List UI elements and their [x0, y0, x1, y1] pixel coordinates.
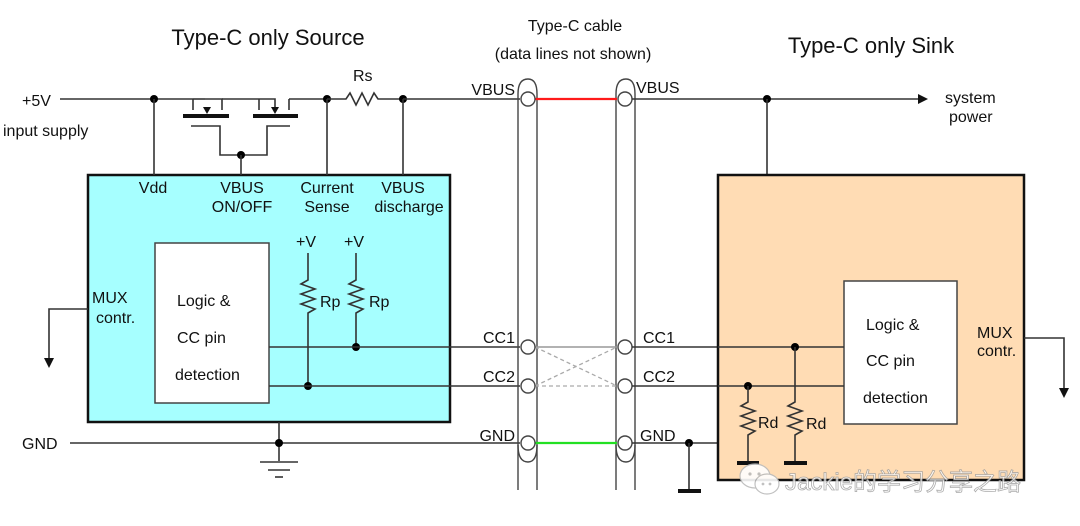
source-gnd-label: GND [22, 436, 58, 453]
system-power-arrow-icon [918, 94, 928, 104]
right-gnd-label: GND [640, 428, 676, 445]
source-logic-label-1: Logic & [177, 293, 231, 310]
sink-mux-label-2: contr. [977, 343, 1016, 360]
source-mux-label-1: MUX [92, 290, 128, 307]
left-gnd-label: GND [479, 428, 515, 445]
system-power-label-1: system [945, 90, 996, 107]
system-power-label-2: power [949, 109, 993, 126]
left-cc1-label: CC1 [483, 330, 515, 347]
sink-rd-label-1: Rd [758, 415, 778, 432]
mosfet-pair-icon [183, 98, 327, 175]
pin-vbus-onoff-label-2: ON/OFF [212, 199, 273, 216]
pin-vbus-onoff-label-1: VBUS [220, 180, 264, 197]
watermark: Jackie的学习分享之路 [739, 463, 1021, 496]
sink-logic-label-1: Logic & [866, 317, 920, 334]
pin-current-sense-label-2: Sense [304, 199, 349, 216]
supply-sub-label: input supply [3, 123, 88, 140]
sink-title: Type-C only Sink [788, 33, 955, 58]
source-logic-label-2: CC pin [177, 330, 226, 347]
left-cc2-label: CC2 [483, 369, 515, 386]
source-rp-label-1: Rp [320, 294, 341, 311]
watermark-text: Jackie的学习分享之路 [785, 469, 1021, 496]
cable-subtitle: (data lines not shown) [495, 46, 652, 63]
sink-mux-label-1: MUX [977, 325, 1013, 342]
source-logic-label-3: detection [175, 367, 240, 384]
pin-vbus-discharge-label-1: VBUS [381, 180, 425, 197]
source-mux-wire [48, 308, 88, 360]
sink-rd-resistor-cc2 [738, 386, 758, 462]
ground-symbol-icon [260, 461, 298, 478]
cable-title: Type-C cable [528, 18, 622, 35]
rs-label: Rs [353, 68, 373, 85]
sink-logic-box [843, 280, 958, 425]
right-cc1-pin [617, 339, 633, 355]
cable-right-plug [615, 78, 636, 490]
source-rp-resistor-cc1 [346, 253, 366, 347]
left-vbus-label: VBUS [471, 82, 515, 99]
sink-rd-resistor-cc1 [785, 347, 805, 463]
rs-resistor [327, 91, 403, 107]
cable-left-plug [517, 78, 538, 490]
sink-mux-arrow-icon [1059, 388, 1069, 398]
source-pullup-voltage-2: +V [344, 234, 364, 251]
sink-block: Logic & CC pin detection Rd Rd MUX contr… [716, 173, 1026, 482]
source-mux-arrow-icon [44, 358, 54, 368]
source-rp-label-2: Rp [369, 294, 390, 311]
wechat-icon [739, 463, 780, 495]
pin-vbus-discharge-label-2: discharge [374, 199, 443, 216]
source-mux-label-2: contr. [96, 310, 135, 327]
right-cc1-label: CC1 [643, 330, 675, 347]
right-cc2-pin [617, 378, 633, 394]
type-c-cable: VBUS CC1 CC2 GND VBUS CC1 CC2 GND [471, 78, 680, 490]
right-gnd-pin [617, 435, 633, 451]
source-title: Type-C only Source [171, 25, 364, 50]
source-block: Logic & CC pin detection Vdd VBUS ON/OFF… [44, 173, 452, 424]
source-pullup-voltage-1: +V [296, 234, 316, 251]
sink-rd-label-2: Rd [806, 416, 826, 433]
left-cc1-pin [520, 339, 536, 355]
source-logic-box [154, 242, 270, 404]
supply-label: +5V [22, 93, 51, 110]
cable-cc-flip-paths [534, 346, 618, 387]
source-gnd-node [275, 439, 283, 447]
sink-logic-label-3: detection [863, 390, 928, 407]
source-rp-resistor-cc2 [298, 253, 318, 386]
left-vbus-pin [520, 91, 536, 107]
sink-logic-label-2: CC pin [866, 353, 915, 370]
right-vbus-pin [617, 91, 633, 107]
sink-mux-wire [1024, 337, 1065, 390]
right-cc2-label: CC2 [643, 369, 675, 386]
left-gnd-pin [520, 435, 536, 451]
left-cc2-pin [520, 378, 536, 394]
right-vbus-label: VBUS [636, 80, 680, 97]
pin-vdd-label: Vdd [139, 180, 167, 197]
pin-current-sense-label-1: Current [300, 180, 354, 197]
